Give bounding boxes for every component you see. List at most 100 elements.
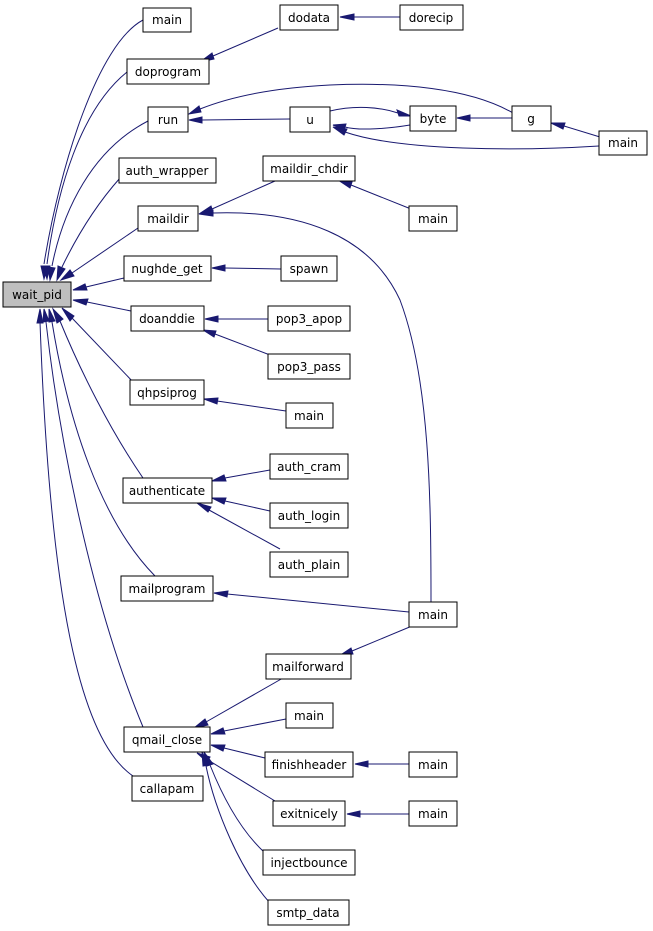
node-auth-cram[interactable]: auth_cram [269, 453, 349, 480]
node-label: main [418, 212, 448, 226]
edge-u-to-run [188, 116, 291, 124]
node-mailforward[interactable]: mailforward [265, 653, 352, 680]
node-label: auth_wrapper [126, 164, 209, 178]
edge-run-to-wait-pid [47, 120, 149, 282]
node-label: mailprogram [129, 582, 206, 596]
node-qmail-close[interactable]: qmail_close [123, 726, 211, 753]
node-main[interactable]: main [408, 800, 458, 827]
node-label: callapam [140, 782, 195, 796]
edge-main-to-finishheader [354, 760, 409, 768]
node-g[interactable]: g [511, 105, 552, 132]
node-dodata[interactable]: dodata [279, 4, 339, 31]
node-label: wait_pid [12, 288, 62, 302]
node-label: main [418, 758, 448, 772]
node-label: mailforward [272, 660, 344, 674]
node-label: u [306, 113, 314, 127]
node-authenticate[interactable]: authenticate [122, 477, 213, 504]
node-smtp-data[interactable]: smtp_data [267, 899, 350, 926]
edge-authenticate-to-wait-pid [51, 307, 144, 479]
edge-spawn-to-nughde-get [211, 264, 282, 272]
node-main[interactable]: main [408, 751, 458, 778]
edge-main-to-exitnicely [346, 810, 409, 818]
node-label: finishheader [272, 758, 347, 772]
edges [36, 13, 601, 904]
edge-auth-plain-to-authenticate [196, 502, 281, 550]
node-label: auth_plain [278, 558, 341, 572]
node-dorecip[interactable]: dorecip [399, 4, 464, 31]
node-maildir[interactable]: maildir [137, 205, 199, 232]
node-label: injectbounce [270, 856, 347, 870]
edge-callapam-to-wait-pid [36, 308, 134, 777]
edge-auth-login-to-authenticate [211, 497, 271, 512]
node-label: qmail_close [132, 733, 202, 747]
edge-auth-wrapper-to-wait-pid [56, 177, 121, 282]
node-label: qhpsiprog [137, 386, 197, 400]
edge-finishheader-to-qmail-close [210, 744, 266, 759]
node-auth-login[interactable]: auth_login [269, 502, 349, 529]
edge-mailforward-to-qmail-close [193, 677, 284, 729]
node-doprogram[interactable]: doprogram [126, 58, 210, 85]
edge-u-to-byte [329, 106, 412, 117]
node-pop3-apop[interactable]: pop3_apop [267, 305, 351, 332]
node-pop3-pass[interactable]: pop3_pass [267, 353, 351, 380]
node-label: auth_login [278, 509, 341, 523]
node-wait-pid[interactable]: wait_pid [2, 281, 72, 308]
node-label: dorecip [409, 11, 454, 25]
node-label: run [158, 113, 178, 127]
node-byte[interactable]: byte [409, 105, 457, 132]
node-label: auth_cram [277, 460, 341, 474]
node-label: pop3_pass [277, 360, 341, 374]
edge-smtp-data-to-qmail-close [201, 751, 271, 904]
edge-dodata-to-doprogram [199, 27, 279, 63]
node-maildir-chdir[interactable]: maildir_chdir [262, 155, 356, 182]
node-qhpsiprog[interactable]: qhpsiprog [129, 379, 205, 406]
node-mailprogram[interactable]: mailprogram [120, 575, 214, 602]
node-main[interactable]: main [598, 130, 648, 156]
edge-pop3-pass-to-doanddie [202, 329, 271, 356]
node-label: nughde_get [131, 262, 202, 276]
node-label: main [294, 709, 324, 723]
edge-qhpsiprog-to-wait-pid [61, 307, 135, 384]
edge-maildir-chdir-to-maildir [198, 180, 276, 215]
edge-nughde-get-to-wait-pid [72, 277, 125, 291]
node-label: main [294, 409, 324, 423]
edge-pop3-apop-to-doanddie [204, 315, 268, 323]
node-main[interactable]: main [285, 702, 334, 729]
node-label: main [418, 807, 448, 821]
node-finishheader[interactable]: finishheader [264, 751, 354, 778]
node-label: dodata [288, 11, 330, 25]
node-doanddie[interactable]: doanddie [130, 305, 205, 332]
edge-qmail-close-to-wait-pid [42, 308, 144, 728]
node-u[interactable]: u [289, 106, 331, 133]
edge-main-to-qhpsiprog [203, 397, 287, 412]
node-label: g [527, 112, 535, 126]
node-label: main [608, 136, 638, 150]
node-nughde-get[interactable]: nughde_get [123, 255, 212, 282]
node-label: maildir [147, 212, 189, 226]
node-auth-wrapper[interactable]: auth_wrapper [118, 157, 217, 184]
node-main[interactable]: main [285, 402, 334, 429]
nodes: wait_pid main doprogram dodata dorecip r… [2, 4, 648, 926]
node-run[interactable]: run [147, 106, 189, 133]
node-spawn[interactable]: spawn [280, 255, 338, 282]
node-label: smtp_data [276, 906, 339, 920]
edge-main-to-u [332, 126, 600, 150]
node-label: authenticate [129, 484, 205, 498]
node-label: main [152, 13, 182, 27]
node-main[interactable]: main [142, 7, 192, 33]
node-main[interactable]: main [408, 601, 458, 628]
node-auth-plain[interactable]: auth_plain [269, 551, 349, 578]
edge-g-to-run [187, 83, 514, 115]
edge-dorecip-to-dodata [339, 13, 400, 21]
edge-doanddie-to-wait-pid [72, 298, 132, 312]
node-injectbounce[interactable]: injectbounce [262, 849, 356, 876]
node-label: doprogram [135, 65, 201, 79]
node-exitnicely[interactable]: exitnicely [272, 800, 346, 827]
node-callapam[interactable]: callapam [131, 775, 204, 802]
node-main[interactable]: main [408, 205, 458, 232]
edge-g-to-byte [456, 114, 512, 122]
edge-main-to-qmail-close [210, 718, 287, 735]
node-label: doanddie [139, 312, 195, 326]
edge-mailprogram-to-wait-pid [48, 308, 156, 577]
